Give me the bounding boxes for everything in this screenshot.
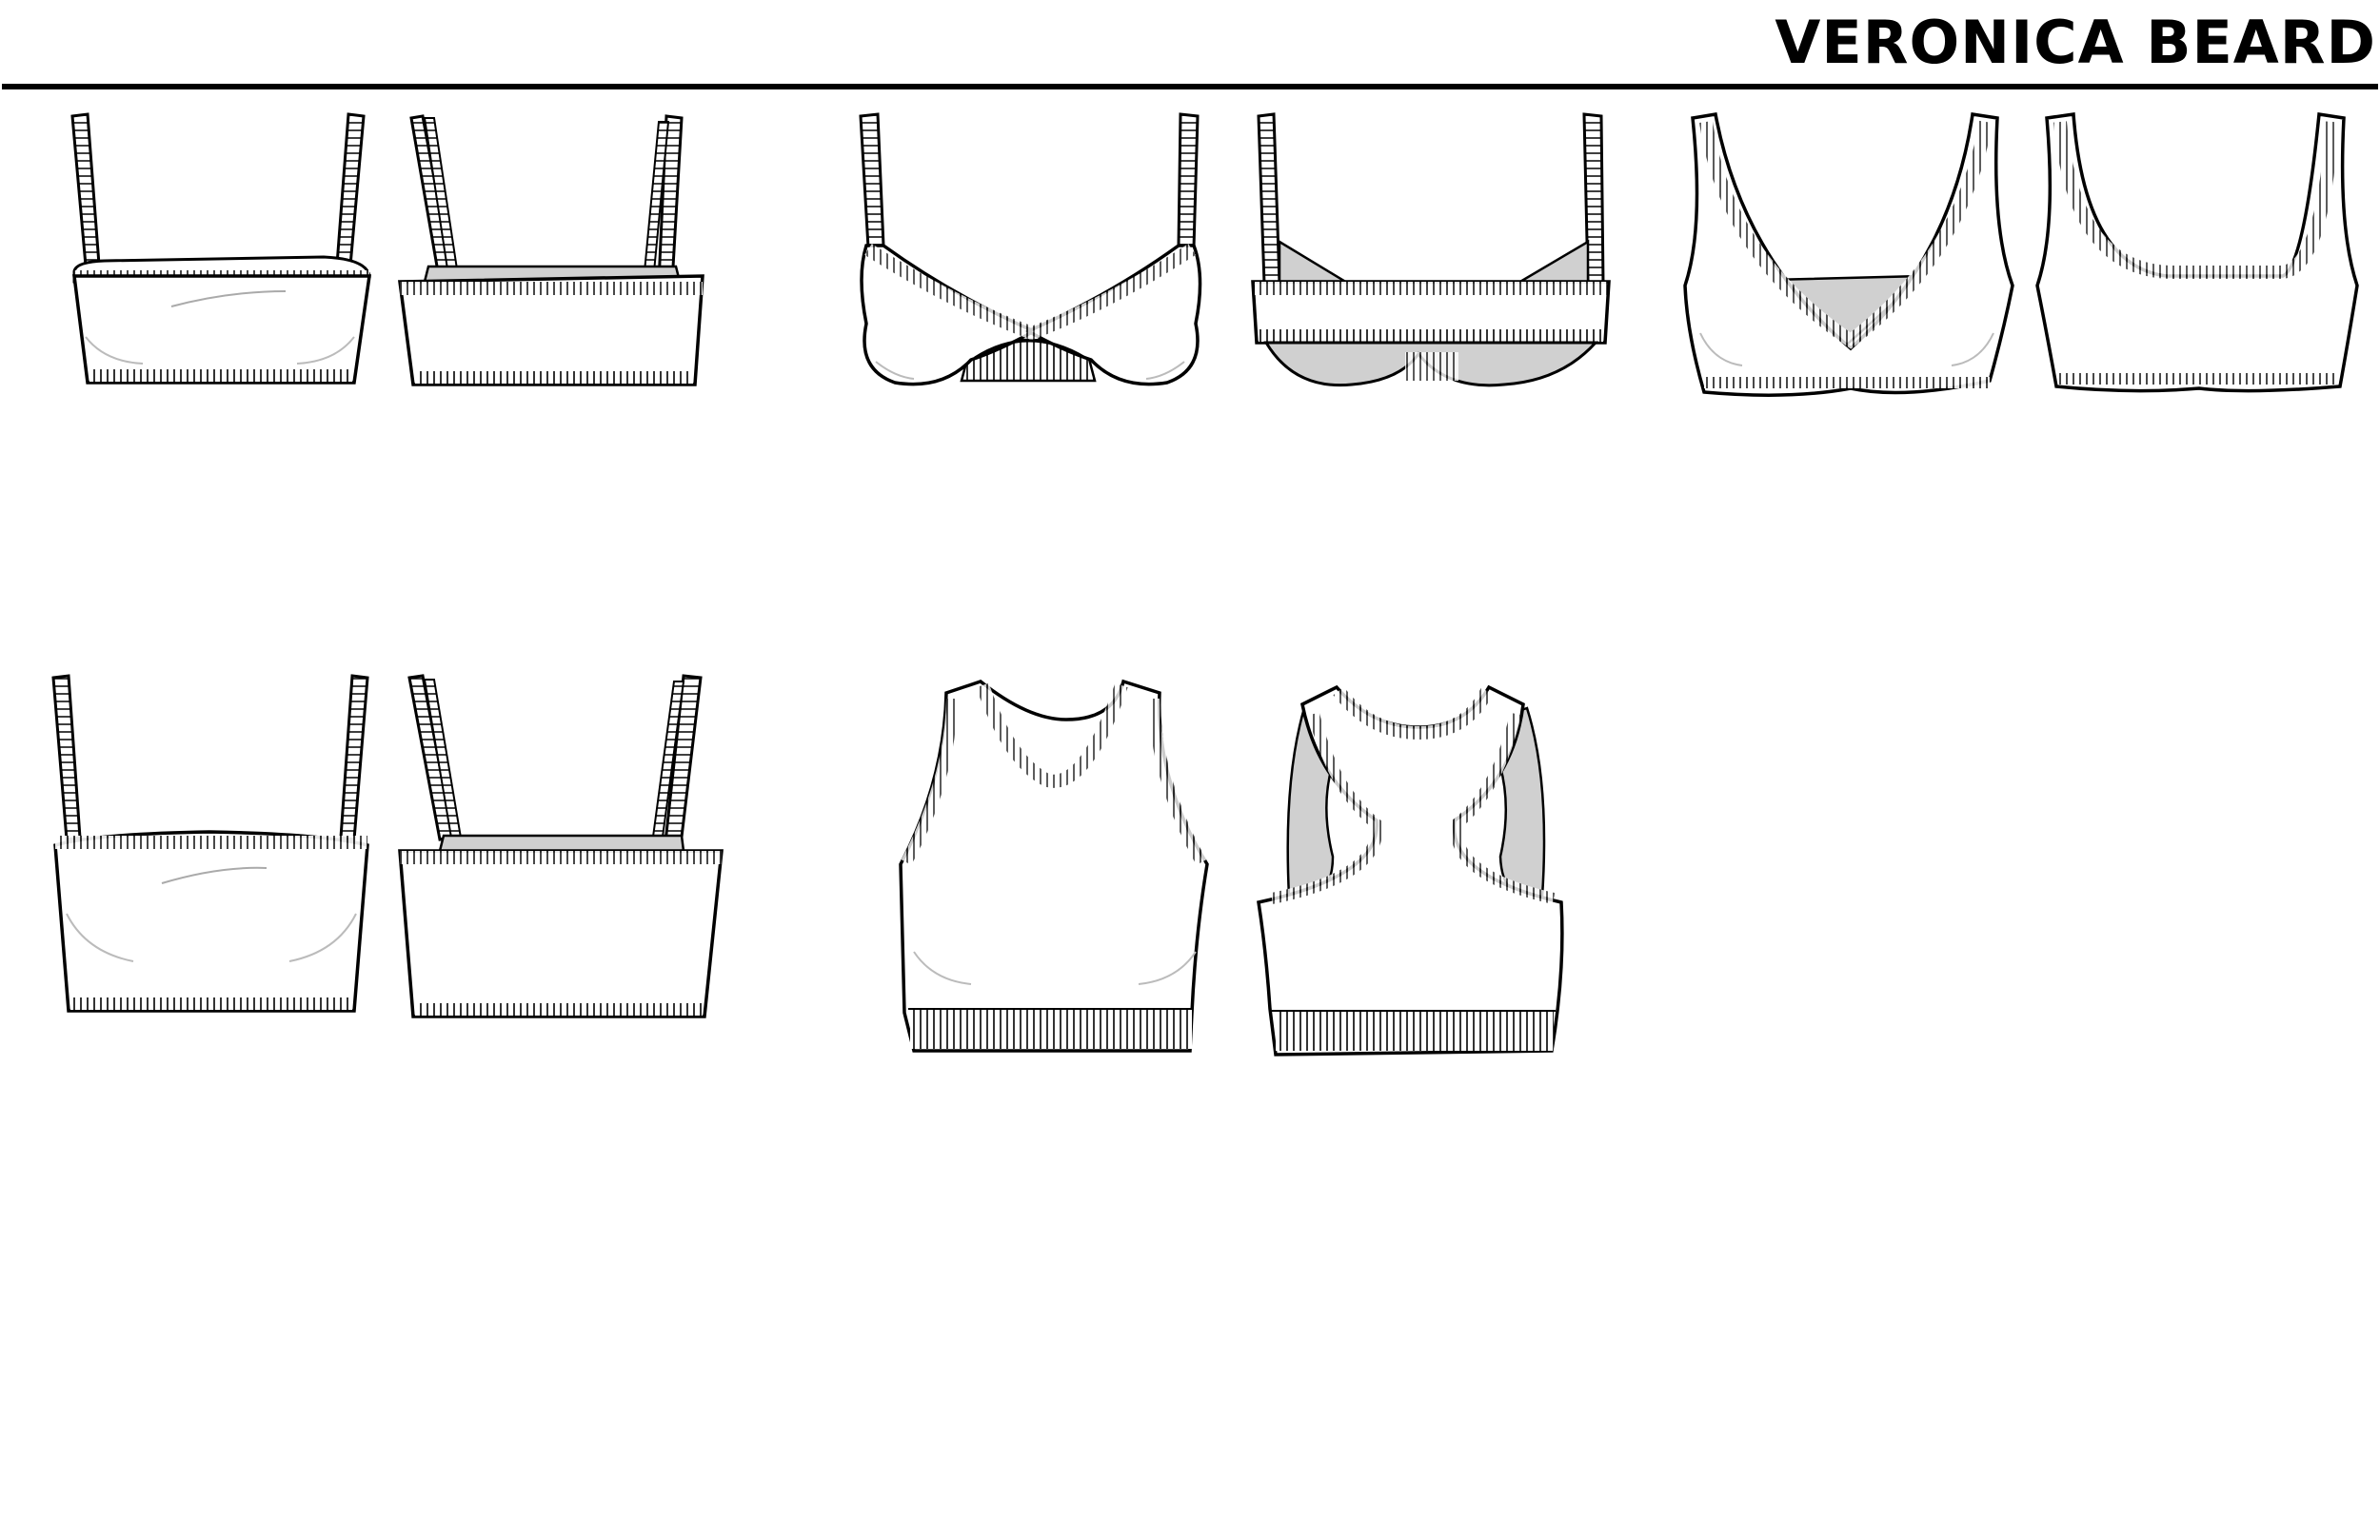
strap-left: [859, 112, 885, 249]
inner-cup-left: [1278, 239, 1357, 287]
body: [53, 830, 369, 1013]
strap-right: [335, 112, 366, 267]
sketch-underwire-back: [1251, 112, 1611, 387]
strap-right: [339, 674, 369, 841]
sketch-bandeau-long-front: [51, 674, 369, 1013]
header-rule: [2, 84, 2378, 89]
sketch-bandeau-front: [70, 112, 372, 385]
inner-cup-right: [1509, 239, 1590, 287]
sketch-bandeau-back: [398, 114, 704, 386]
strap-right: [1177, 112, 1200, 249]
body: [1683, 111, 2014, 397]
sketch-scoop-back: [2035, 111, 2359, 393]
body: [398, 274, 704, 386]
body: [398, 849, 724, 1018]
sketch-underwire-front: [859, 112, 1202, 386]
strap-left: [70, 112, 101, 267]
inner-band: [438, 834, 685, 853]
sketch-scoop-v-front: [1683, 111, 2014, 397]
sketch-bandeau-long-back: [398, 674, 724, 1018]
brand-logo: VERONICA BEARD: [1775, 8, 2376, 77]
strap-left: [51, 674, 82, 841]
sketch-racer-tank-back: [1257, 684, 1564, 1056]
strap-left: [1257, 112, 1281, 286]
sketch-racer-tank-front: [899, 679, 1209, 1053]
body: [72, 274, 372, 385]
body: [899, 679, 1209, 1053]
